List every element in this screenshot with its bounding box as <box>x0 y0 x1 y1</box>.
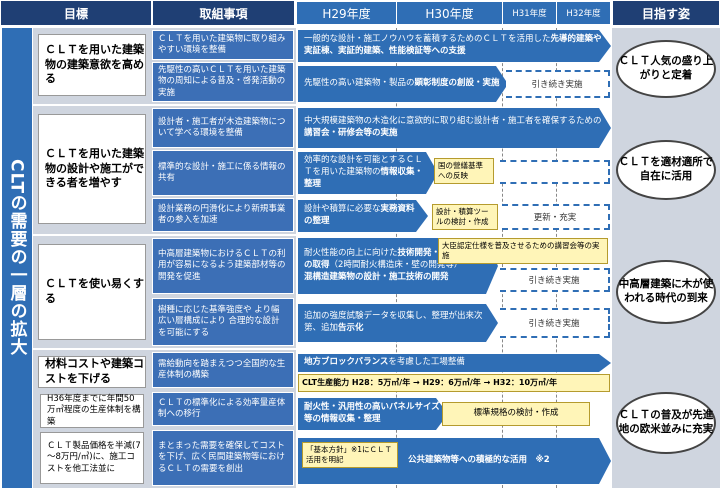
header-h32: H32年度 <box>557 2 610 24</box>
arrow-support-demonstration: 一般的な設計・施工ノウハウを蓄積するためのＣＬＴを活用した先導的建築や実証棟、実… <box>298 30 611 62</box>
arrow-3-bold: 講習会・研修会等の実施 <box>304 128 398 138</box>
arrow-10-bold: 耐火性・汎用性の高いパネルサイズ等の情報収集・整理 <box>304 402 440 424</box>
arrow-seminars: 中大規模建築物の木造化に意欲的に取り組む設計者・施工者を確保するための講習会・研… <box>298 108 611 148</box>
arrow-1-text: 一般的な設計・施工ノウハウを蓄積するためのＣＬＴを活用した <box>304 34 551 45</box>
box-ministerial-approval-seminars: 大臣認定仕様を普及させるための講習会等の実施 <box>438 238 608 264</box>
task-5: 設計業務の円滑化により新規事業者の参入を加速 <box>152 198 294 232</box>
task-2: 先駆性の高いＣＬＴを用いた建築物の周知による普及・啓発活動の実施 <box>152 62 294 102</box>
header-h31: H31年度 <box>503 2 556 24</box>
left-bar-title: CLTの需要の一層の拡大 <box>2 28 32 488</box>
arrow-7-bold: 告示化 <box>338 323 364 333</box>
target-3: 中高層建築に木が使われる時代の到来 <box>616 260 716 324</box>
task-6: 中高層建築物におけるＣＬＴの利用が容易になるよう建築部材等の開発を促進 <box>152 238 294 294</box>
continue-4: 引き続き実施 <box>500 308 610 338</box>
goal-4-note-1: H36年度までに年間50万㎥程度の生産体制を構築 <box>40 394 144 428</box>
arrow-4-bold: 情報収集・整理 <box>304 167 424 189</box>
arrow-8-text: を考慮した工場整備 <box>388 357 465 368</box>
box-basic-policy: 「基本方針」※1にＣＬＴ活用を明記 <box>302 442 398 468</box>
task-3: 設計者・施工者が木造建築物について学べる環境を整備 <box>152 108 294 148</box>
continue-3: 引き続き実施 <box>500 268 610 292</box>
task-9: ＣＬＴの標準化による効率量産体制への移行 <box>152 392 294 426</box>
task-10: まとまった需要を確保してコストを下げ、広く民間建築物等におけるＣＬＴの需要を創出 <box>152 430 294 486</box>
arrow-panel-size: 耐火性・汎用性の高いパネルサイズ等の情報収集・整理 <box>298 398 448 430</box>
arrow-5-bold: 実務資料の整理 <box>304 204 415 226</box>
box-national-standard: 国の營繕基準への反映 <box>434 158 494 184</box>
header-target: 目指す姿 <box>612 0 720 26</box>
arrow-6-text: 耐火性能の向上に向けた <box>304 248 398 259</box>
goal-4: 材料コストや建築コストを下げる <box>38 356 146 388</box>
continue-2: 更新・充実 <box>502 204 610 230</box>
header-h30: H30年度 <box>397 2 502 24</box>
target-2: ＣＬＴを適材適所で自在に活用 <box>616 140 716 200</box>
target-1: ＣＬＴ人気の盛り上がりと定着 <box>616 40 716 98</box>
continue-1: 引き続き実施 <box>506 70 610 98</box>
box-standard-specs: 標準規格の検討・作成 <box>442 402 590 426</box>
arrow-award-system: 先駆性の高い建築物・製品の顕彰制度の創設・実施 <box>298 66 508 102</box>
box-production-capacity: CLT生産能力 H28：5万㎥/年 → H29：6万㎥/年 → H32：10万㎥… <box>298 374 610 392</box>
arrow-factory-development: 地方ブロックバランスを考慮した工場整備 <box>298 354 611 372</box>
box-design-tools: 設計・積算ツールの検討・作成 <box>432 204 498 230</box>
target-4: ＣＬＴの普及が先進地の欧米並みに充実 <box>616 392 716 454</box>
arrow-5-text: 設計や積算に必要な <box>304 204 381 215</box>
arrow-1-bold: 先導的建築や実証棟、実証的建築、性能検証等への支援 <box>304 34 602 56</box>
task-1: ＣＬＴを用いた建築物に取り組みやすい環境を整備 <box>152 30 294 60</box>
header-h29: H29年度 <box>297 2 396 24</box>
task-4: 標準的な設計・施工に係る情報の共有 <box>152 150 294 196</box>
arrow-2-bold: 顕彰制度の創設・実施 <box>414 78 500 89</box>
goal-3: ＣＬＴを使い易くする <box>38 244 146 340</box>
continue-dashed-row4 <box>500 160 610 184</box>
arrow-3-text: 中大規模建築物の木造化に意欲的に取り組む設計者・施工者を確保するための <box>304 116 602 127</box>
task-8: 需給動向を踏まえつつ全国的な生産体制の構築 <box>152 352 294 388</box>
goal-4-note-2: ＣＬＴ製品価格を半減(7～8万円/㎥)に、施工コストを他工法並に <box>40 432 144 484</box>
arrow-4-text: 効率的な設計を可能とするＣＬＴを用いた建築物の <box>304 155 423 178</box>
arrow-fire-resistance: 耐火性能の向上に向けた技術開発・国交大臣認定の取得（2時間耐火構造床・壁の開発等… <box>298 238 498 294</box>
arrow-info-collection: 効率的な設計を可能とするＣＬＴを用いた建築物の情報収集・整理 <box>298 152 438 194</box>
arrow-8-bold: 地方ブロックバランス <box>304 357 389 368</box>
arrow-practical-materials: 設計や積算に必要な実務資料の整理 <box>298 200 428 232</box>
arrow-7-text: 追加の強度試験データを収集し、整理が出来次第、追加 <box>304 311 483 333</box>
arrow-strength-data: 追加の強度試験データを収集し、整理が出来次第、追加告示化 <box>298 304 498 342</box>
header-tasks: 取組事項 <box>152 0 295 26</box>
arrow-6-mid: （2時間耐火構造床・壁の開発等） <box>329 260 463 271</box>
arrow-6-bold2: 混構造建築物の設計・施工技術の開発 <box>304 271 449 282</box>
goal-1: ＣＬＴを用いた建築物の建築意欲を高める <box>38 34 146 96</box>
arrow-2-text: 先駆性の高い建築物・製品の <box>304 78 415 89</box>
arrow-11-bold: 公共建築物等への積極的な活用 ※2 <box>408 455 550 466</box>
goal-2: ＣＬＴを用いた建築物の設計や施工ができる者を増やす <box>38 114 146 224</box>
task-7: 樹種に応じた基準強度や より幅広い層構成により 合理的な設計を可能にする <box>152 298 294 346</box>
header-goal: 目標 <box>0 0 152 26</box>
